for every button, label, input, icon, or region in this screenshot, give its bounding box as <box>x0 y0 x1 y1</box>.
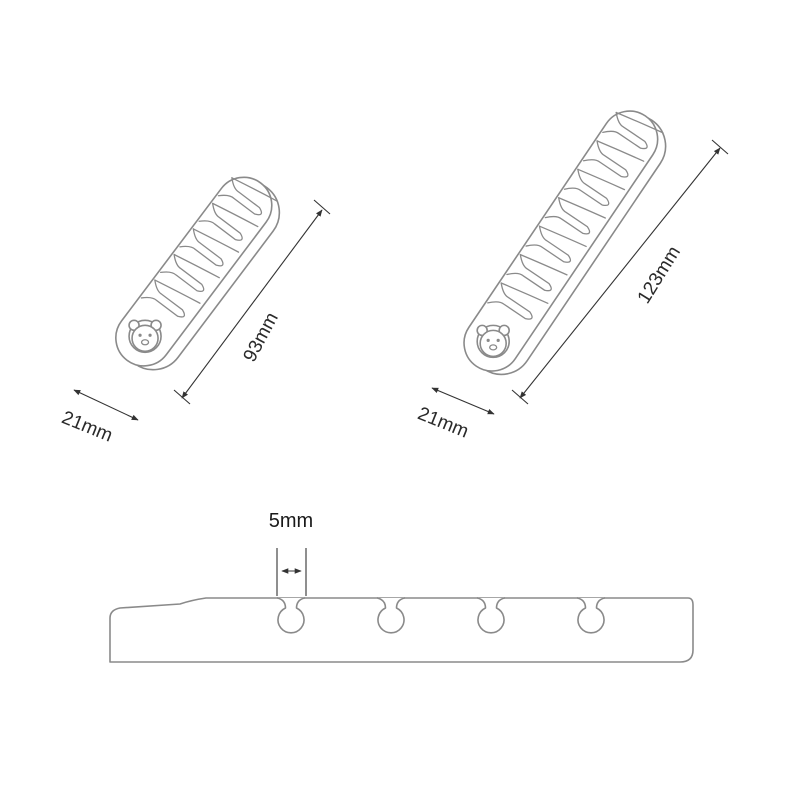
cable-slot-ridge <box>615 111 664 134</box>
keyhole-slot <box>576 597 606 634</box>
side-profile-outline <box>109 597 694 663</box>
side-profile <box>109 597 694 663</box>
small-width-dimension: 21mm <box>59 389 139 447</box>
cable-slot-ridge <box>231 177 278 202</box>
large-length-label: 123mm <box>634 243 685 308</box>
keyhole-slot <box>276 597 306 634</box>
gap-dimension: 5mm <box>269 510 313 596</box>
large-width-dimension: 21mm <box>415 387 495 443</box>
large-width-label: 21mm <box>415 403 472 442</box>
side-profile-slots <box>276 597 606 634</box>
keyhole-slot <box>376 597 406 634</box>
bear-face-icon <box>476 324 510 359</box>
keyhole-slot <box>476 597 506 634</box>
small-width-label: 21mm <box>59 407 116 446</box>
gap-label: 5mm <box>269 510 313 532</box>
bear-face-icon <box>128 319 162 354</box>
large-organizer <box>463 110 667 376</box>
small-length-label: 93mm <box>239 309 282 365</box>
